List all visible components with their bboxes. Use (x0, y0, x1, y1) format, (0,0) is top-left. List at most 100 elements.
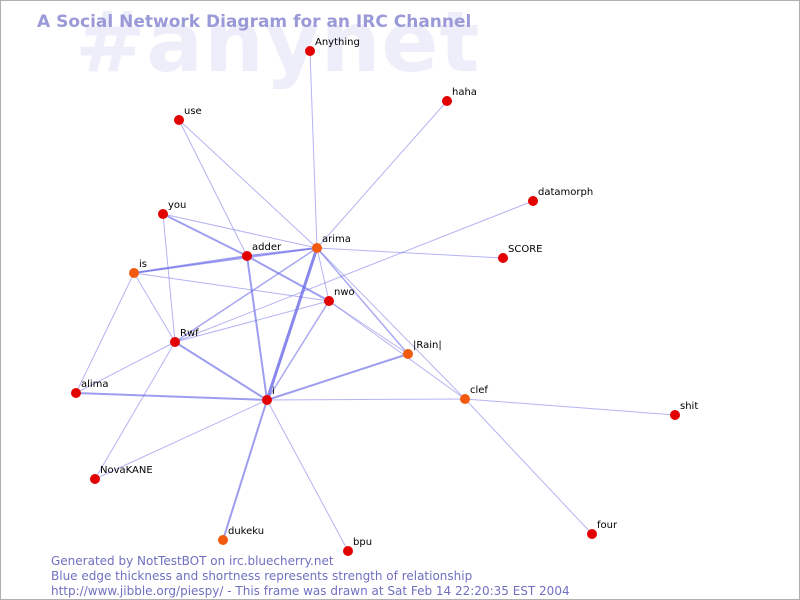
edge-i-alima (75, 392, 268, 401)
node-haha: haha (442, 87, 477, 106)
edge-nwo-clef (328, 300, 466, 400)
node-dot-rain (403, 349, 413, 359)
node-dot-arima (312, 243, 322, 253)
node-dot-use (174, 115, 184, 125)
node-dukeku: dukeku (218, 526, 264, 545)
edge-nwo-rain (328, 300, 409, 355)
node-label-use: use (184, 106, 202, 117)
node-label-clef: clef (470, 385, 488, 396)
edge-arima-rwf (174, 247, 318, 343)
node-is: is (129, 259, 147, 278)
node-dot-adder (242, 251, 252, 261)
footer-legend: Blue edge thickness and shortness repres… (51, 569, 473, 583)
node-dot-anything (305, 46, 315, 56)
node-label-bpu: bpu (353, 537, 372, 548)
node-dot-nwo (324, 296, 334, 306)
node-dot-clef (460, 394, 470, 404)
edge-use-adder (178, 119, 248, 257)
edge-is-arima (133, 247, 318, 274)
nodes-layer: Anything haha use datamorph you adder arimaSCO… (71, 37, 698, 556)
node-label-alima: alima (81, 379, 109, 390)
edge-adder-you (162, 213, 248, 257)
edge-i-clef (266, 398, 466, 401)
node-rwf: Rwf (170, 328, 199, 347)
edge-i-rwf (174, 341, 268, 401)
edge-arima-anything (309, 50, 318, 249)
node-label-rain: |Rain| (413, 340, 442, 351)
node-anything: Anything (305, 37, 360, 56)
node-label-i: i (272, 386, 275, 397)
node-label-score: SCORE (508, 244, 542, 255)
node-dot-novakane (90, 474, 100, 484)
edge-rwf-novakane (94, 341, 176, 480)
node-i: i (262, 386, 275, 405)
edge-arima-rain (316, 247, 409, 355)
node-label-adder: adder (252, 242, 282, 253)
edge-is-nwo (133, 272, 330, 302)
node-dot-shit (670, 410, 680, 420)
edge-clef-four (464, 398, 593, 535)
node-dot-i (262, 395, 272, 405)
edge-rwf-datamorph (174, 200, 534, 343)
node-label-haha: haha (452, 87, 477, 98)
edge-is-rwf (133, 272, 176, 343)
node-label-is: is (139, 259, 147, 270)
edge-i-rain (266, 353, 409, 401)
edge-arima-score (316, 247, 504, 259)
node-rain: |Rain| (403, 340, 442, 359)
node-arima: arima (312, 234, 351, 253)
edge-clef-shit (464, 398, 676, 416)
edge-i-novakane (94, 399, 268, 480)
node-nwo: nwo (324, 287, 355, 306)
node-adder: adder (242, 242, 282, 261)
node-dot-you (158, 209, 168, 219)
edge-arima-haha (316, 100, 448, 249)
edge-i-bpu (266, 399, 349, 552)
node-label-four: four (597, 520, 618, 531)
node-novakane: NovaKANE (90, 465, 153, 484)
footer-generated-by: Generated by NotTestBOT on irc.bluecherr… (51, 554, 334, 568)
edge-arima-nwo (316, 247, 330, 302)
edge-adder-nwo (246, 255, 330, 302)
node-label-rwf: Rwf (180, 328, 199, 339)
node-label-datamorph: datamorph (538, 187, 593, 198)
node-dot-is (129, 268, 139, 278)
node-four: four (587, 520, 618, 539)
edge-i-arima (265, 246, 319, 402)
node-label-dukeku: dukeku (228, 526, 264, 537)
edge-is-alima (75, 272, 135, 394)
edge-arima-you (162, 213, 318, 249)
channel-watermark: #anynet (75, 0, 481, 91)
node-label-shit: shit (680, 401, 698, 412)
node-you: you (158, 200, 186, 219)
edge-rwf-alima (75, 341, 176, 394)
edge-adder-i (246, 255, 268, 401)
node-label-anything: Anything (315, 37, 360, 48)
node-alima: alima (71, 379, 109, 398)
node-dot-dukeku (218, 535, 228, 545)
edge-rwf-nwo (174, 300, 330, 343)
node-label-you: you (168, 200, 186, 211)
node-dot-rwf (170, 337, 180, 347)
node-label-nwo: nwo (334, 287, 355, 298)
node-shit: shit (670, 401, 698, 420)
node-dot-score (498, 253, 508, 263)
node-dot-haha (442, 96, 452, 106)
edge-arima-clef (316, 247, 466, 400)
edge-i-nwo (266, 300, 330, 401)
node-dot-bpu (343, 546, 353, 556)
node-dot-datamorph (528, 196, 538, 206)
edges-layer (75, 50, 676, 552)
node-label-arima: arima (322, 234, 351, 245)
node-dot-four (587, 529, 597, 539)
node-use: use (174, 106, 202, 125)
node-datamorph: datamorph (528, 187, 593, 206)
node-dot-alima (71, 388, 81, 398)
diagram-title: A Social Network Diagram for an IRC Chan… (37, 12, 472, 32)
edge-i-dukeku (222, 399, 268, 541)
node-clef: clef (460, 385, 488, 404)
node-score: SCORE (498, 244, 542, 263)
edge-arima-use (178, 119, 318, 249)
